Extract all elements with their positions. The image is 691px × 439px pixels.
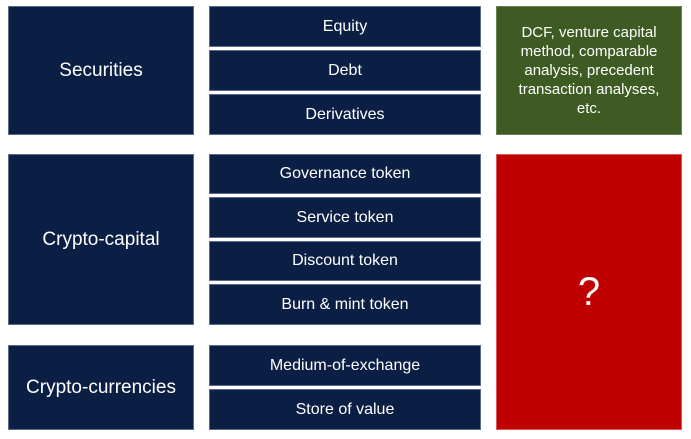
subtype-debt: Debt bbox=[209, 50, 481, 91]
subtype-discount-token: Discount token bbox=[209, 241, 481, 281]
subtype-debt-label: Debt bbox=[328, 61, 362, 79]
subtype-burn-mint-token-label: Burn & mint token bbox=[281, 295, 409, 313]
category-crypto-capital-label: Crypto-capital bbox=[42, 228, 160, 250]
question-mark: ? bbox=[577, 269, 601, 314]
subtype-service-token-label: Service token bbox=[296, 208, 394, 226]
subtype-equity: Equity bbox=[209, 6, 481, 47]
category-securities: Securities bbox=[8, 6, 194, 135]
category-crypto-currencies: Crypto-currencies bbox=[8, 345, 194, 430]
subtype-discount-token-label: Discount token bbox=[292, 252, 398, 269]
subtype-governance-token-label: Governance token bbox=[279, 165, 411, 182]
subtype-burn-mint-token: Burn & mint token bbox=[209, 284, 481, 325]
subtype-store-of-value-label: Store of value bbox=[295, 400, 395, 418]
subtype-service-token: Service token bbox=[209, 197, 481, 238]
category-crypto-capital: Crypto-capital bbox=[8, 154, 194, 325]
subtype-equity-label: Equity bbox=[322, 17, 368, 35]
methods-crypto-unknown: ? bbox=[496, 154, 682, 430]
subtype-medium-of-exchange: Medium-of-exchange bbox=[209, 345, 481, 386]
subtype-derivatives: Derivatives bbox=[209, 94, 481, 135]
subtype-derivatives-label: Derivatives bbox=[305, 105, 385, 123]
subtype-store-of-value: Store of value bbox=[209, 389, 481, 430]
subtype-governance-token: Governance token bbox=[209, 154, 481, 194]
methods-securities: DCF, venture capital method, comparable … bbox=[496, 6, 682, 135]
category-crypto-currencies-label: Crypto-currencies bbox=[26, 376, 176, 398]
category-securities-label: Securities bbox=[59, 59, 143, 81]
subtype-medium-of-exchange-label: Medium-of-exchange bbox=[269, 356, 421, 374]
methods-securities-text: DCF, venture capital method, comparable … bbox=[518, 24, 660, 117]
